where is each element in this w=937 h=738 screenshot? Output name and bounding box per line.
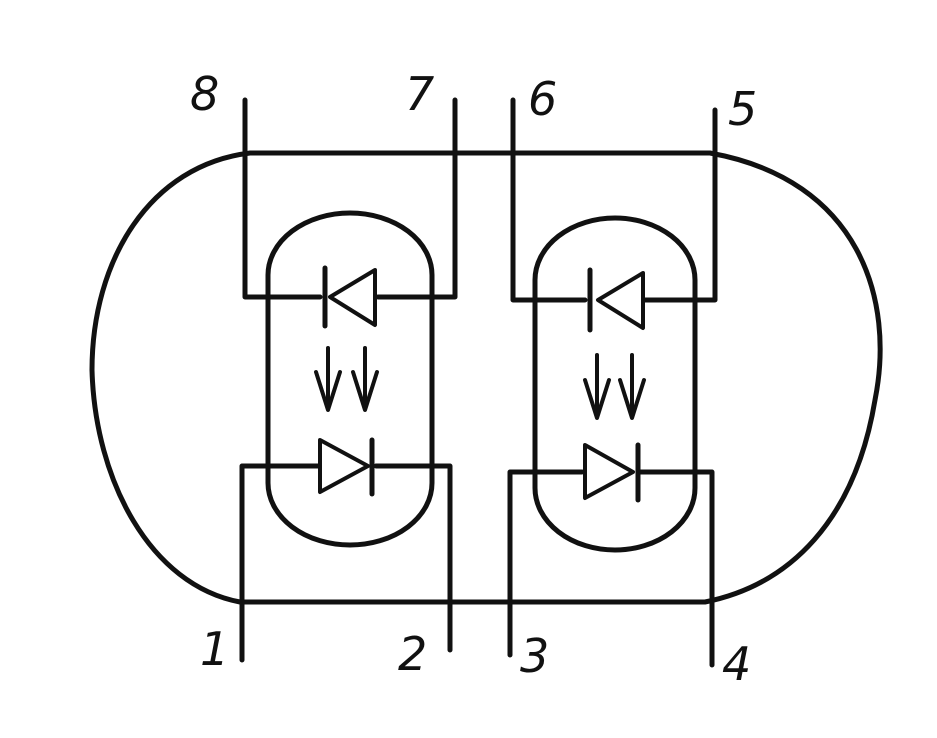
pin-label-8: 8: [190, 67, 219, 121]
pin-label-1: 1: [200, 622, 229, 676]
lead-pin-4: [637, 469, 715, 668]
lead-pin-6: [510, 97, 588, 303]
pin-label-7: 7: [405, 67, 434, 121]
pin-label-4: 4: [722, 637, 751, 691]
light-arrows-left: [314, 346, 379, 412]
photodiode-left: [322, 265, 377, 329]
light-arrows-right: [583, 353, 646, 420]
inner-outline-left: [265, 210, 435, 548]
led-right: [583, 442, 641, 503]
channel-left: [239, 97, 458, 663]
led-left: [318, 437, 375, 497]
lead-pin-3: [507, 469, 585, 658]
channel-right: [507, 97, 718, 668]
lead-pin-5: [642, 107, 718, 303]
pin-label-3: 3: [520, 629, 549, 683]
pin-label-6: 6: [528, 72, 557, 126]
package-outline: [89, 150, 883, 605]
lead-pin-8: [242, 97, 323, 300]
lead-pin-2: [373, 463, 453, 653]
lead-pin-7: [375, 97, 458, 300]
inner-outline-right: [532, 215, 698, 553]
photodiode-right: [587, 267, 645, 333]
lead-pin-1: [239, 463, 321, 663]
pin-label-2: 2: [398, 627, 427, 681]
pin-label-5: 5: [728, 82, 757, 136]
